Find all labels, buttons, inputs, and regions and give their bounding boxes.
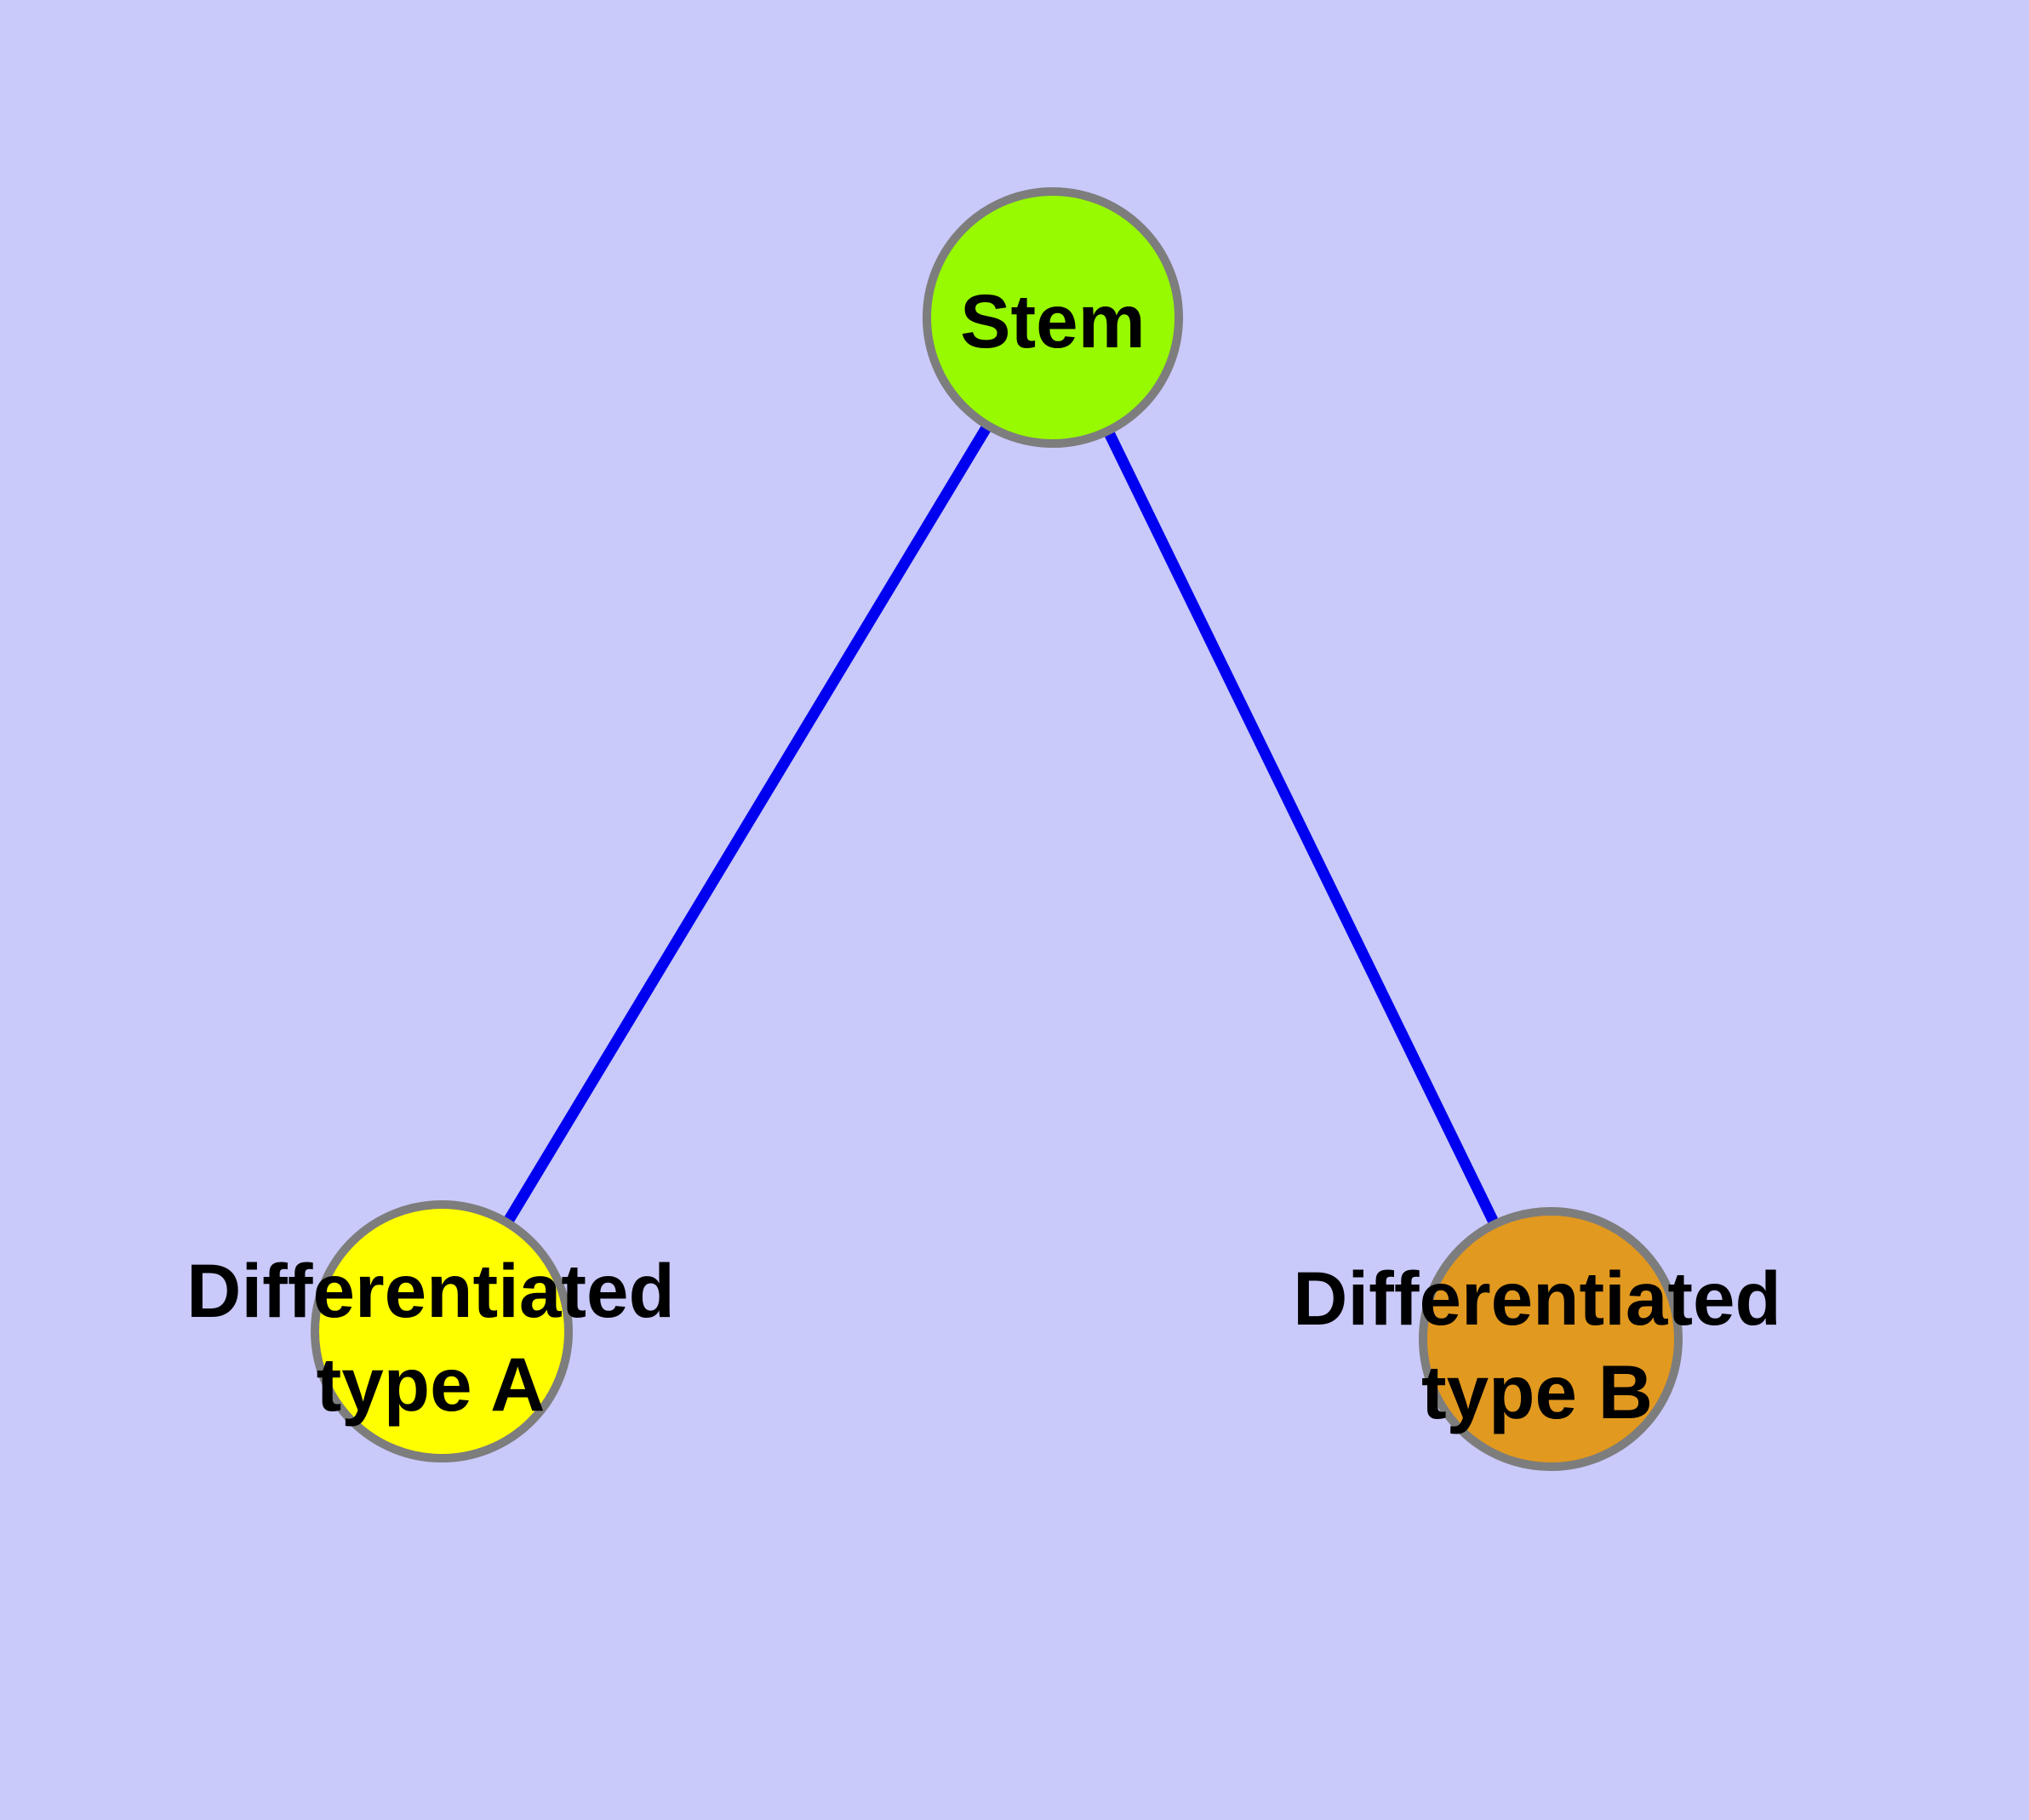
- node-type-b-label-line2: type B: [1420, 1349, 1653, 1434]
- node-stem-label-text: Stem: [960, 278, 1146, 363]
- node-type-a-circle: [311, 1200, 573, 1462]
- node-stem-circle: [923, 187, 1183, 448]
- node-type-a-label: Differentiated type A: [186, 1244, 675, 1431]
- node-type-b-circle: [1419, 1207, 1683, 1471]
- node-type-b-label-line1: Differentiated: [1293, 1256, 1781, 1341]
- edge-stem-to-type-b-line: [1048, 315, 1556, 1342]
- node-stem-label: Stem: [960, 274, 1146, 368]
- node-type-b-label: Differentiated type B: [1293, 1251, 1781, 1439]
- node-type-a-label-line1: Differentiated: [186, 1248, 675, 1333]
- edge-stem-to-type-a-line: [437, 314, 1058, 1335]
- node-type-a-label-line2: type A: [316, 1342, 546, 1427]
